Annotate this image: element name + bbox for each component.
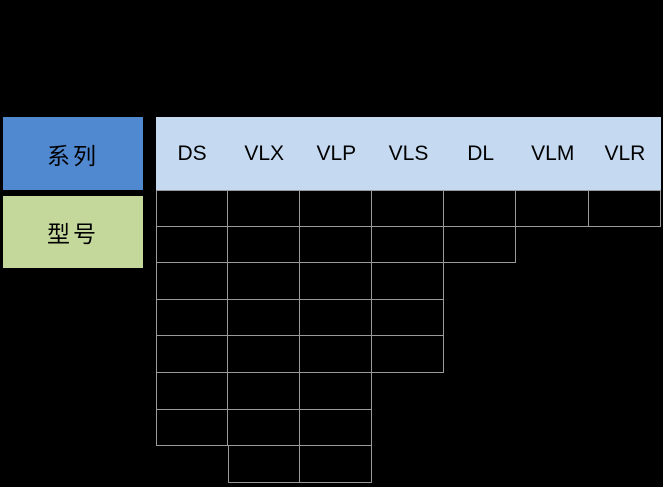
grid-cell[interactable]	[300, 226, 373, 264]
grid-cell[interactable]	[444, 226, 517, 264]
column-header-vlp[interactable]: VLP	[316, 141, 357, 165]
grid-cell[interactable]	[300, 263, 373, 300]
table-row	[156, 190, 661, 227]
table-row	[156, 226, 517, 264]
grid-cell[interactable]	[228, 299, 301, 337]
column-header-vlr[interactable]: VLR	[604, 141, 646, 165]
grid-cell[interactable]	[588, 190, 661, 227]
model-header-label: 型号	[47, 221, 99, 247]
column-header-row: DS VLX VLP VLS DL VLM VLR	[156, 117, 661, 190]
grid-cell[interactable]	[228, 226, 301, 264]
column-header-dl[interactable]: DL	[467, 141, 495, 165]
series-header-cell: 系列	[3, 117, 143, 190]
grid-cell[interactable]	[372, 190, 445, 227]
column-header-vlm[interactable]: VLM	[531, 141, 575, 165]
grid-cell[interactable]	[156, 299, 229, 337]
grid-cell[interactable]	[372, 226, 445, 264]
grid-cell[interactable]	[228, 409, 301, 447]
grid-cell[interactable]	[156, 373, 229, 410]
grid-cell[interactable]	[300, 190, 373, 227]
grid-cell[interactable]	[156, 226, 229, 264]
grid-cell[interactable]	[300, 336, 373, 373]
model-data-grid	[156, 190, 661, 485]
grid-cell[interactable]	[300, 373, 373, 410]
grid-cell[interactable]	[156, 336, 229, 373]
grid-cell[interactable]	[228, 263, 301, 300]
grid-cell[interactable]	[372, 336, 445, 373]
grid-cell[interactable]	[444, 190, 517, 227]
grid-cell[interactable]	[372, 263, 445, 300]
grid-cell[interactable]	[228, 336, 301, 373]
grid-cell[interactable]	[228, 373, 301, 410]
column-header-ds[interactable]: DS	[177, 141, 207, 165]
table-row	[156, 446, 373, 483]
table-row	[156, 373, 373, 410]
grid-cell[interactable]	[372, 299, 445, 337]
table-row	[156, 263, 445, 300]
grid-cell[interactable]	[300, 299, 373, 337]
grid-cell[interactable]	[228, 190, 301, 227]
column-header-vlx[interactable]: VLX	[244, 141, 285, 165]
grid-cell[interactable]	[156, 409, 229, 447]
grid-cell[interactable]	[300, 409, 373, 447]
table-row	[156, 336, 445, 373]
series-header-label: 系列	[47, 142, 99, 169]
grid-cell[interactable]	[516, 190, 589, 227]
grid-cell[interactable]	[156, 263, 229, 300]
grid-spacer	[156, 446, 228, 483]
column-header-vls[interactable]: VLS	[388, 141, 429, 165]
grid-cell[interactable]	[228, 446, 301, 483]
table-row	[156, 409, 373, 447]
grid-cell[interactable]	[156, 190, 229, 227]
table-row	[156, 299, 445, 337]
model-header-cell: 型号	[3, 196, 143, 268]
grid-cell[interactable]	[300, 446, 373, 483]
